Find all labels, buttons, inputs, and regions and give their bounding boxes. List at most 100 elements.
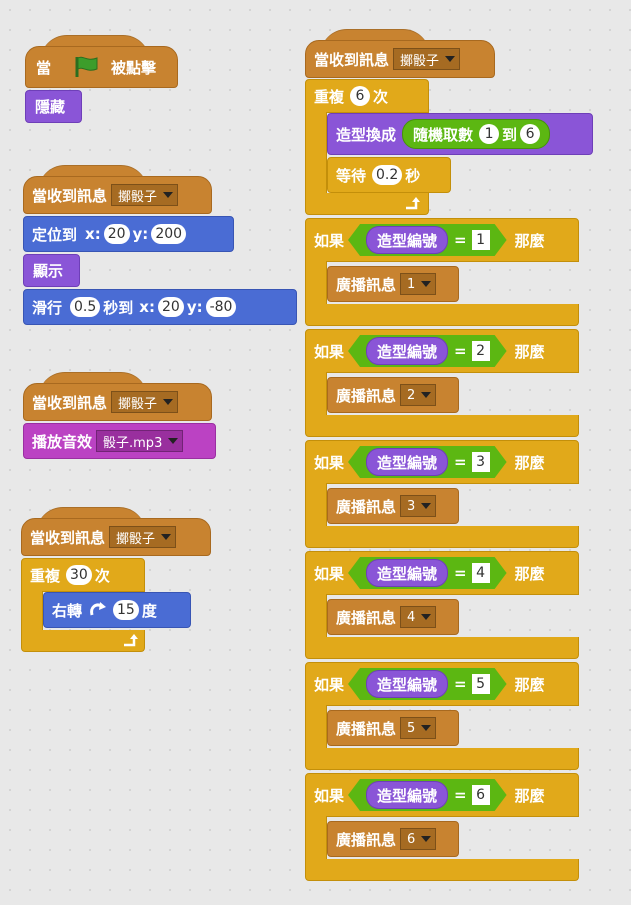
costume-number-reporter[interactable]: 造型編號: [366, 226, 448, 254]
repeat-count-input[interactable]: 30: [66, 565, 92, 585]
dropdown-arrow-icon: [421, 725, 432, 731]
broadcast-block[interactable]: 廣播訊息 6: [327, 821, 459, 857]
repeat-block-turn[interactable]: 重複 30 次: [21, 558, 145, 592]
goto-y-input[interactable]: 200: [151, 224, 187, 244]
if-block[interactable]: 如果 造型編號 = 2 那麼: [305, 329, 579, 373]
goto-xy-block[interactable]: 定位到 x: 20 y: 200: [23, 216, 234, 252]
if-label: 如果: [314, 231, 345, 250]
when-receive-hat-main[interactable]: 當收到訊息 擲骰子: [305, 29, 495, 78]
broadcast-value: 3: [407, 498, 416, 514]
equals-operator[interactable]: 造型編號 = 4: [348, 557, 507, 589]
broadcast-dropdown[interactable]: 1: [400, 273, 437, 295]
then-label: 那麼: [514, 453, 545, 472]
goto-y-label: y:: [132, 225, 149, 243]
broadcast-dropdown[interactable]: 2: [400, 384, 437, 406]
play-sound-block[interactable]: 播放音效 骰子.mp3: [23, 423, 216, 459]
compare-value-input[interactable]: 2: [472, 341, 490, 361]
if-label: 如果: [314, 453, 345, 472]
message-dropdown[interactable]: 擲骰子: [109, 526, 177, 548]
random-from-input[interactable]: 1: [479, 124, 500, 144]
equals-operator[interactable]: 造型編號 = 5: [348, 668, 507, 700]
if-block[interactable]: 如果 造型編號 = 1 那麼: [305, 218, 579, 262]
if-arm: [305, 816, 327, 860]
equals-operator[interactable]: 造型編號 = 1: [348, 224, 507, 256]
broadcast-dropdown[interactable]: 6: [400, 828, 437, 850]
broadcast-block[interactable]: 廣播訊息 1: [327, 266, 459, 302]
costume-number-reporter[interactable]: 造型編號: [366, 559, 448, 587]
show-block[interactable]: 顯示: [23, 254, 80, 287]
message-dropdown[interactable]: 擲骰子: [111, 391, 179, 413]
equals-label: =: [454, 564, 467, 582]
if-label: 如果: [314, 564, 345, 583]
message-dropdown[interactable]: 擲骰子: [393, 48, 461, 70]
if-block[interactable]: 如果 造型編號 = 3 那麼: [305, 440, 579, 484]
glide-x-input[interactable]: 20: [157, 297, 184, 317]
glide-y-input[interactable]: -80: [205, 297, 237, 317]
costume-number-label: 造型編號: [377, 342, 438, 361]
if-arm: [305, 483, 327, 527]
message-dropdown[interactable]: 擲骰子: [111, 184, 179, 206]
if-bottom: [305, 526, 579, 548]
hide-block[interactable]: 隱藏: [25, 90, 82, 123]
wait-suffix: 秒: [405, 166, 421, 185]
message-value: 擲骰子: [118, 396, 158, 412]
equals-operator[interactable]: 造型編號 = 2: [348, 335, 507, 367]
costume-number-reporter[interactable]: 造型編號: [366, 781, 448, 809]
receive-label: 當收到訊息: [32, 393, 108, 412]
compare-value-input[interactable]: 5: [472, 674, 490, 694]
broadcast-block[interactable]: 廣播訊息 2: [327, 377, 459, 413]
repeat-block-main[interactable]: 重複 6 次: [305, 79, 429, 113]
loop-arrow-icon: [121, 630, 141, 650]
broadcast-block[interactable]: 廣播訊息 5: [327, 710, 459, 746]
wait-block[interactable]: 等待 0.2 秒: [327, 157, 451, 193]
compare-value-input[interactable]: 4: [472, 563, 490, 583]
pick-random-reporter[interactable]: 隨機取數 1 到 6: [402, 119, 551, 149]
costume-number-reporter[interactable]: 造型編號: [366, 448, 448, 476]
costume-number-reporter[interactable]: 造型編號: [366, 670, 448, 698]
costume-number-reporter[interactable]: 造型編號: [366, 337, 448, 365]
broadcast-dropdown[interactable]: 5: [400, 717, 437, 739]
repeat-count-input[interactable]: 6: [350, 86, 371, 106]
equals-operator[interactable]: 造型編號 = 3: [348, 446, 507, 478]
if-block[interactable]: 如果 造型編號 = 4 那麼: [305, 551, 579, 595]
when-receive-hat-turn[interactable]: 當收到訊息 擲骰子: [21, 507, 211, 556]
equals-label: =: [454, 342, 467, 360]
goto-x-input[interactable]: 20: [103, 224, 130, 244]
turn-degrees-input[interactable]: 15: [113, 600, 139, 620]
if-block[interactable]: 如果 造型編號 = 6 那麼: [305, 773, 579, 817]
if-block[interactable]: 如果 造型編號 = 5 那麼: [305, 662, 579, 706]
if-arm: [305, 261, 327, 305]
random-to-input[interactable]: 6: [520, 124, 541, 144]
repeat-suffix: 次: [94, 566, 110, 585]
turn-right-block[interactable]: 右轉 15 度: [43, 592, 191, 628]
when-flag-clicked-hat[interactable]: 當 被點擊: [25, 35, 178, 88]
if-bottom: [305, 304, 579, 326]
glide-block[interactable]: 滑行 0.5 秒到 x: 20 y: -80: [23, 289, 297, 325]
glide-x-label: x:: [139, 298, 155, 316]
turn-right-label: 右轉: [52, 601, 83, 620]
broadcast-value: 5: [407, 720, 416, 736]
broadcast-dropdown[interactable]: 3: [400, 495, 437, 517]
sound-value: 骰子.mp3: [103, 435, 163, 451]
turn-suffix: 度: [141, 601, 157, 620]
when-receive-hat-sound[interactable]: 當收到訊息 擲骰子: [23, 372, 212, 421]
broadcast-block[interactable]: 廣播訊息 3: [327, 488, 459, 524]
broadcast-dropdown[interactable]: 4: [400, 606, 437, 628]
glide-secs-input[interactable]: 0.5: [70, 297, 101, 317]
message-value: 擲骰子: [118, 189, 158, 205]
repeat-arm-main: [305, 112, 327, 194]
if-arm: [305, 372, 327, 416]
compare-value-input[interactable]: 6: [472, 785, 490, 805]
broadcast-block[interactable]: 廣播訊息 4: [327, 599, 459, 635]
compare-value-input[interactable]: 1: [472, 230, 490, 250]
wait-secs-input[interactable]: 0.2: [372, 165, 403, 185]
switch-costume-block[interactable]: 造型換成 隨機取數 1 到 6: [327, 113, 593, 155]
costume-number-label: 造型編號: [377, 453, 438, 472]
turn-right-icon: [88, 601, 108, 619]
sound-dropdown[interactable]: 骰子.mp3: [96, 430, 184, 452]
compare-value-input[interactable]: 3: [472, 452, 490, 472]
equals-operator[interactable]: 造型編號 = 6: [348, 779, 507, 811]
dropdown-arrow-icon: [421, 614, 432, 620]
hide-label: 隱藏: [35, 98, 66, 116]
when-receive-hat-move[interactable]: 當收到訊息 擲骰子: [23, 165, 212, 214]
